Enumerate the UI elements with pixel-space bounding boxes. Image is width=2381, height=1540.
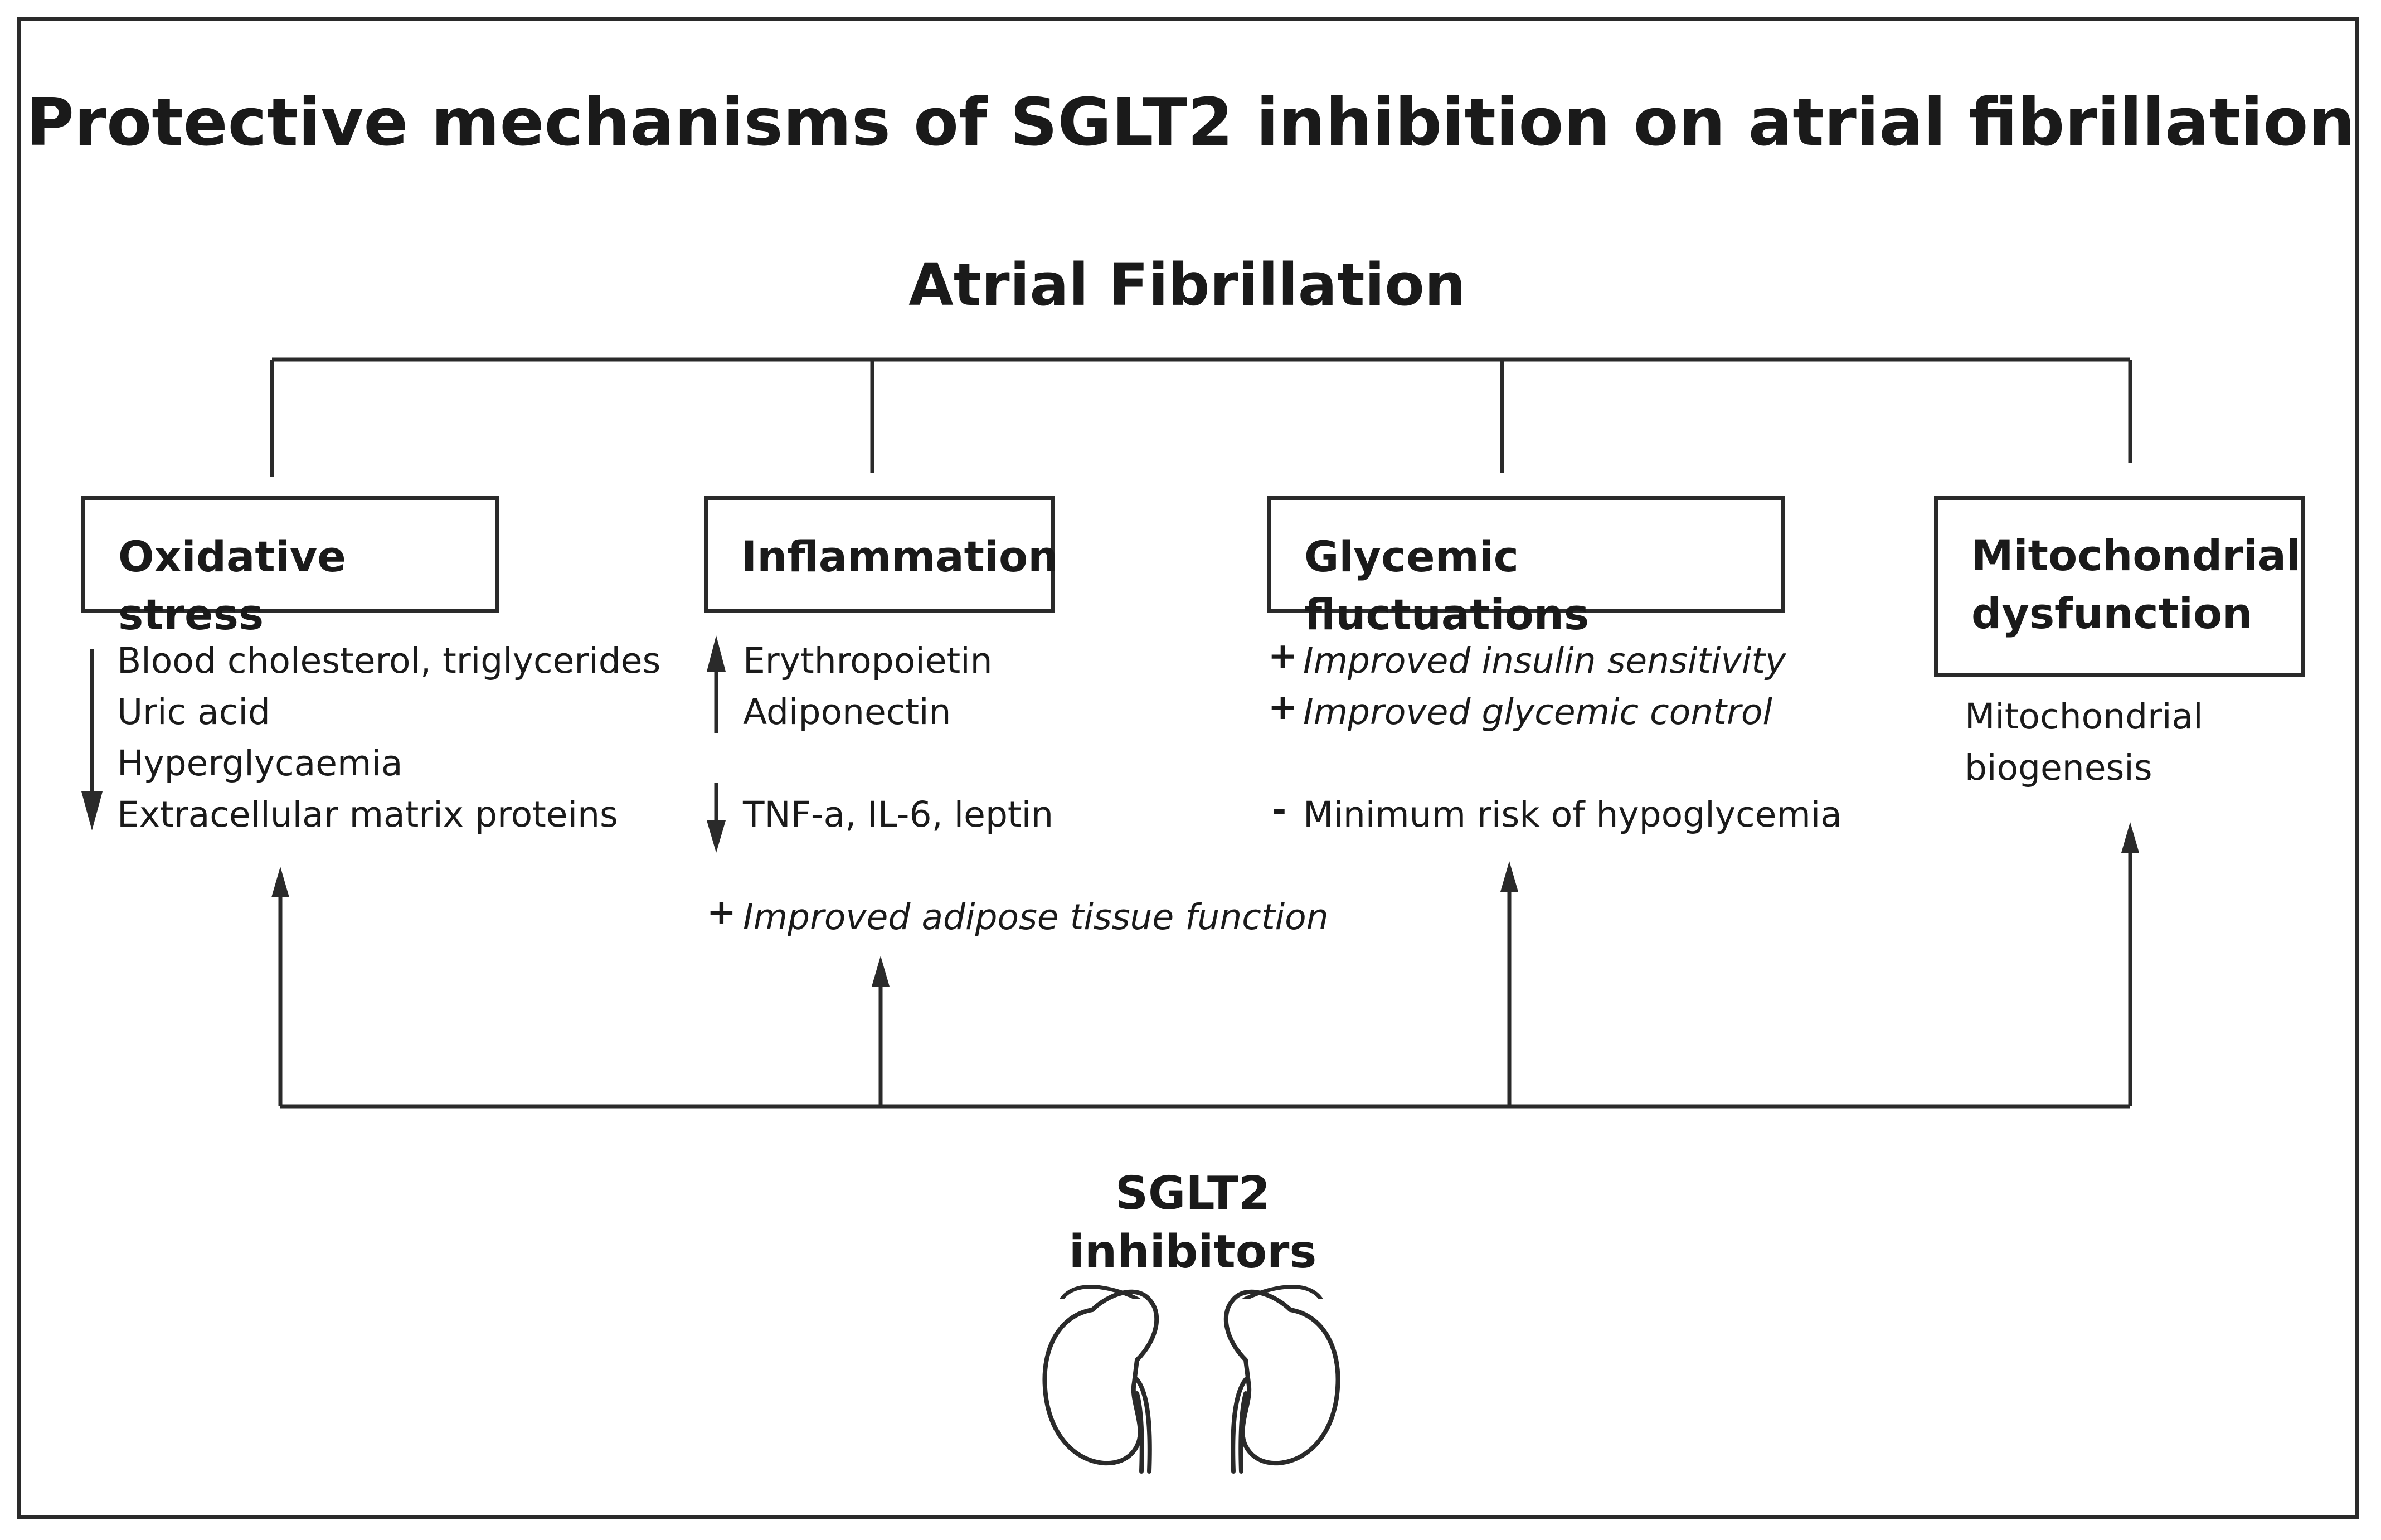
inflammation-box: Inflammation xyxy=(704,496,1058,613)
top-node-atrial-fibrillation: Atrial Fibrillation xyxy=(908,251,1466,319)
mitochondrial-label-line1: Mitochondrial xyxy=(1971,531,2301,580)
glycemic-fluctuations-box: Glycemic fluctuations xyxy=(1267,496,1785,639)
oxidative-stress-label: Oxidative stress xyxy=(118,532,346,639)
mito-item: Mitochondrial xyxy=(1965,696,2203,737)
inflammation-up-item: Erythropoietin xyxy=(743,640,993,681)
mito-item: biogenesis xyxy=(1965,747,2152,788)
plus-sign: + xyxy=(707,892,736,932)
top-bracket xyxy=(270,357,2132,477)
up-arrow-icon xyxy=(2121,822,2139,853)
glycemic-plus-item: Improved insulin sensitivity xyxy=(1303,640,1786,681)
inflammation-label: Inflammation xyxy=(741,532,1058,581)
mitochondrial-label-line2: dysfunction xyxy=(1971,589,2253,638)
plus-sign: + xyxy=(1268,635,1298,676)
glycemic-minus-item: Minimum risk of hypoglycemia xyxy=(1303,794,1842,835)
glycemic-plus-item: Improved glycemic control xyxy=(1303,692,1772,732)
up-arrow-icon xyxy=(707,635,726,733)
inflammation-plus-item: Improved adipose tissue function xyxy=(743,897,1329,937)
down-arrow-icon xyxy=(707,783,726,853)
figure-frame xyxy=(17,17,2359,1519)
sglt2-inhibitors-line2: inhibitors xyxy=(1068,1226,1317,1279)
plus-sign: + xyxy=(1268,687,1298,727)
up-arrow-icon xyxy=(271,867,289,897)
minus-sign: - xyxy=(1272,789,1287,830)
oxidative-item: Uric acid xyxy=(117,692,270,732)
up-arrow-icon xyxy=(872,956,890,987)
up-arrow-icon xyxy=(1500,861,1518,892)
mitochondrial-dysfunction-box: Mitochondrial dysfunction xyxy=(1934,496,2305,677)
oxidative-item: Blood cholesterol, triglycerides xyxy=(117,640,661,681)
oxidative-stress-box: Oxidative stress xyxy=(81,496,499,639)
inflammation-down-item: TNF-a, IL-6, leptin xyxy=(743,794,1054,835)
bottom-bracket xyxy=(278,847,2132,1109)
glycemic-fluctuations-label: Glycemic fluctuations xyxy=(1304,532,1590,639)
sglt2-inhibitors-line1: SGLT2 xyxy=(1115,1167,1271,1220)
oxidative-item: Extracellular matrix proteins xyxy=(117,794,618,835)
figure-title: Protective mechanisms of SGLT2 inhibitio… xyxy=(26,84,2355,161)
down-arrow-icon xyxy=(81,649,103,830)
inflammation-up-item: Adiponectin xyxy=(743,692,951,732)
bracket-arrowheads xyxy=(271,822,2139,987)
oxidative-item: Hyperglycaemia xyxy=(117,743,403,784)
